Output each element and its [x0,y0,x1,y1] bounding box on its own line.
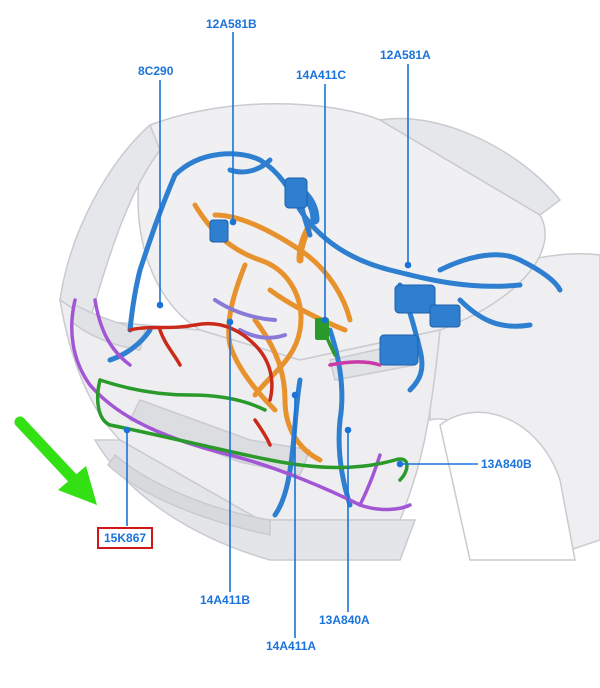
callout-13a840a: 13A840A [319,613,370,627]
harness-magenta [328,360,382,367]
callout-14a411c: 14A411C [296,68,347,82]
harness-lilac [213,298,287,340]
harness-blue [107,151,563,518]
front-bumper [58,298,441,521]
callout-12a581a: 12A581A [380,48,431,62]
harness-purple [70,298,412,512]
direction-arrow-icon [14,416,97,505]
harness-red [128,322,274,447]
callout-8c290: 8C290 [138,64,174,78]
green-connector [315,318,329,340]
callout-14a411b: 14A411B [200,593,251,607]
callout-15k867: 15K867 [97,527,154,549]
connector-cluster-right [209,177,461,366]
callout-13a840b: 13A840B [481,457,532,471]
windshield [377,117,562,216]
callout-12a581b: 12A581B [206,17,257,31]
wheel-arch [439,411,576,561]
callout-14a411a: 14A411A [266,639,317,653]
grille [128,399,312,476]
leader-lines [123,32,478,638]
